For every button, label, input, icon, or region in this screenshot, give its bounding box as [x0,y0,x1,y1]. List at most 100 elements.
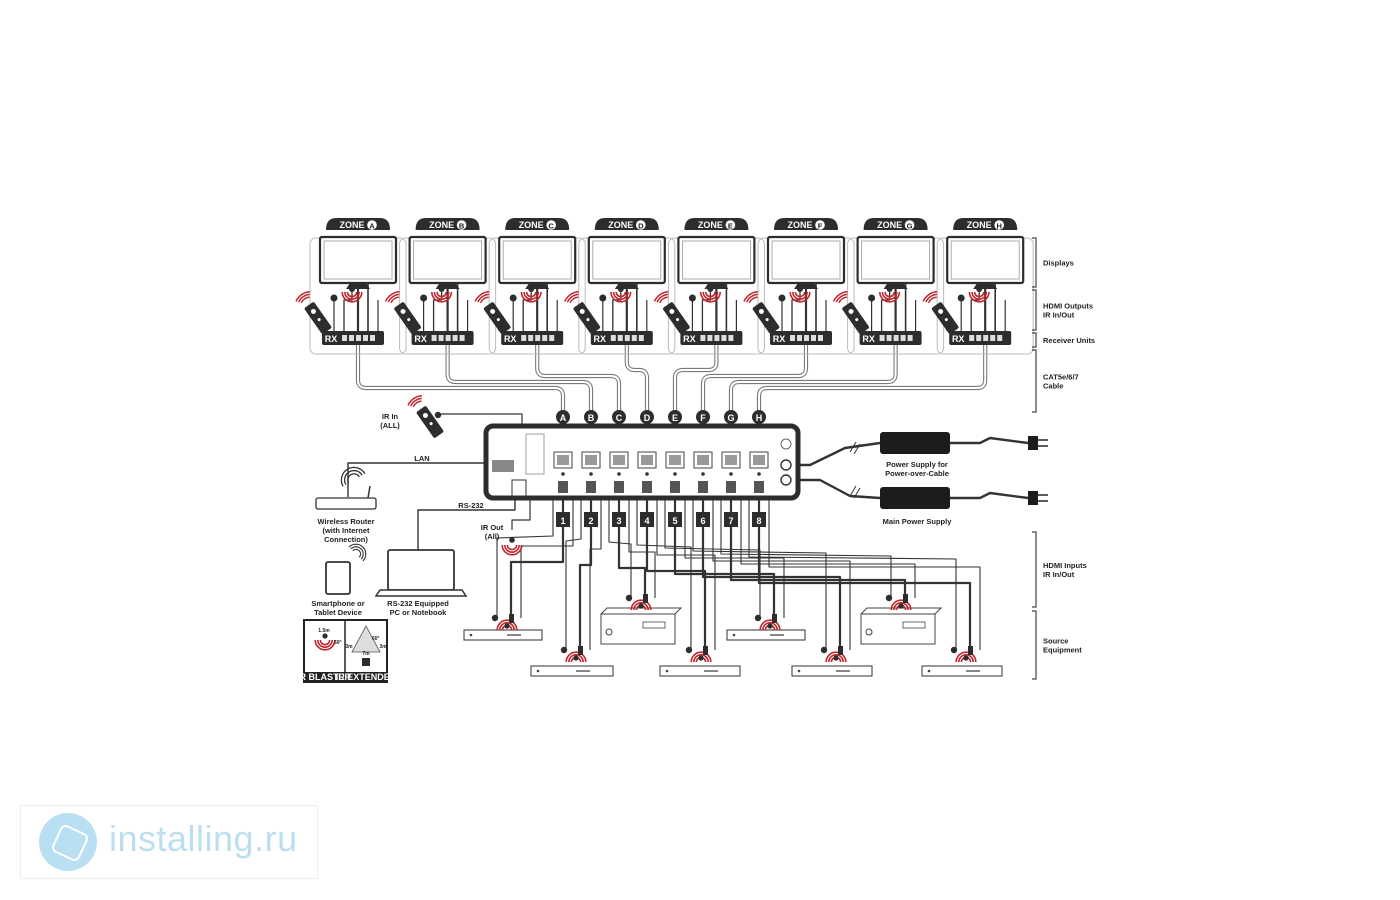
remote-button [496,318,500,322]
source-device-display [902,621,926,629]
ir-port [617,472,621,476]
ir-extender-distance-right: 3m [379,644,387,650]
remote-button [422,412,428,418]
receiver-port [983,335,989,341]
zone-letter: F [818,221,823,230]
displays-label: Displays [1043,259,1074,268]
ir-out-label: IR Out [481,523,504,532]
source-device-led [732,633,736,637]
receiver-port [893,335,899,341]
output-port-badge [668,410,682,424]
ir-signal-arc [748,296,758,304]
receiver-port [528,335,534,341]
zone-label: ZONE [698,220,723,230]
ir-emitter [314,639,336,651]
power-brick [880,487,950,509]
hdmi-inputs-label: IR In/Out [1043,570,1075,579]
hdmi-input-port [670,481,680,493]
input-number-badge [668,512,682,527]
hdmi-outputs-label: IR In/Out [1043,311,1075,320]
ir-signal-arc [971,291,988,300]
laptop-screen [387,549,455,591]
input-number-badge [640,512,654,527]
remote-button [579,308,585,314]
ir-signal-arc [564,290,579,302]
output-port-letter: A [560,413,567,423]
input-number: 4 [644,516,649,526]
receiver-port [700,335,706,341]
zone-label: ZONE [339,220,364,230]
display-panel [682,240,751,280]
hdmi-input-port [698,481,708,493]
poc-power-jack [780,459,792,471]
remote-control-icon [832,290,869,334]
cat-cable [672,342,719,415]
ir-signal-arc [828,654,844,663]
cat-cable [535,342,622,415]
ir-receiver-head [509,294,517,302]
cat-cable [357,344,564,413]
remote-control-icon [407,394,444,438]
cat-cable [355,342,566,415]
source-device-led [469,633,473,637]
input-number-badge [556,512,570,527]
hdbaset-port [581,451,601,469]
remote-button [490,308,496,314]
ir-receiver-head [625,594,633,602]
ir-signal-arc [479,296,489,304]
ir-emitter [968,291,990,303]
remote-button [848,308,854,314]
ir-signal-arc [496,619,518,631]
ir-signal-arc [387,293,400,303]
display-panel [950,240,1020,280]
pc-label: RS-232 Equipped [387,599,449,608]
laptop-base [374,589,468,597]
receiver-port [459,335,465,341]
source-device [791,665,873,677]
power-led [780,438,792,450]
hdmi-input-port [754,481,764,493]
zone-letter-badge [725,220,736,230]
poc-power-label: Power-over-Cable [885,469,949,478]
input-number: 8 [756,516,761,526]
receiver-port [342,335,347,341]
receiver-port [445,335,451,341]
main-power-label: Main Power Supply [883,517,953,526]
ir-signal-arc [838,296,848,304]
source-label: Source [1043,637,1068,646]
ir-signal-arc [958,654,974,663]
wifi-arc [343,469,363,486]
watermark-logo-icon [39,813,97,871]
ir-emitter-head [976,286,983,292]
tablet [325,543,367,595]
display-panel [502,240,572,280]
ir-cable [589,495,602,650]
ir-signal-arc [794,291,806,298]
router-label: (with Internet [322,526,370,535]
receiver-port [370,335,375,341]
remote-button [676,318,680,322]
ir-signal-arc [789,291,811,303]
ir-receiver-head [820,646,828,654]
zone-letter: G [907,221,913,230]
output-port-badge [696,410,710,424]
ir-signal-arc [922,290,938,302]
ir-emitter [699,291,721,303]
ir-signal-arc [477,293,490,303]
ir-emitter [879,291,901,303]
remote-body [931,302,959,334]
ir-receiver-head [688,294,696,302]
hdmi-plug [643,594,648,603]
cat-cable [756,342,988,415]
rs232-label: RS-232 [458,501,483,510]
receiver-tag: RX [504,334,517,344]
ir-cable [656,495,716,650]
wiring-layer [324,273,1029,665]
cat-cable [730,344,897,413]
ir-emitter [341,291,363,303]
laptop [374,549,468,597]
ir-cable [608,495,632,598]
zone-letter: D [638,221,644,230]
